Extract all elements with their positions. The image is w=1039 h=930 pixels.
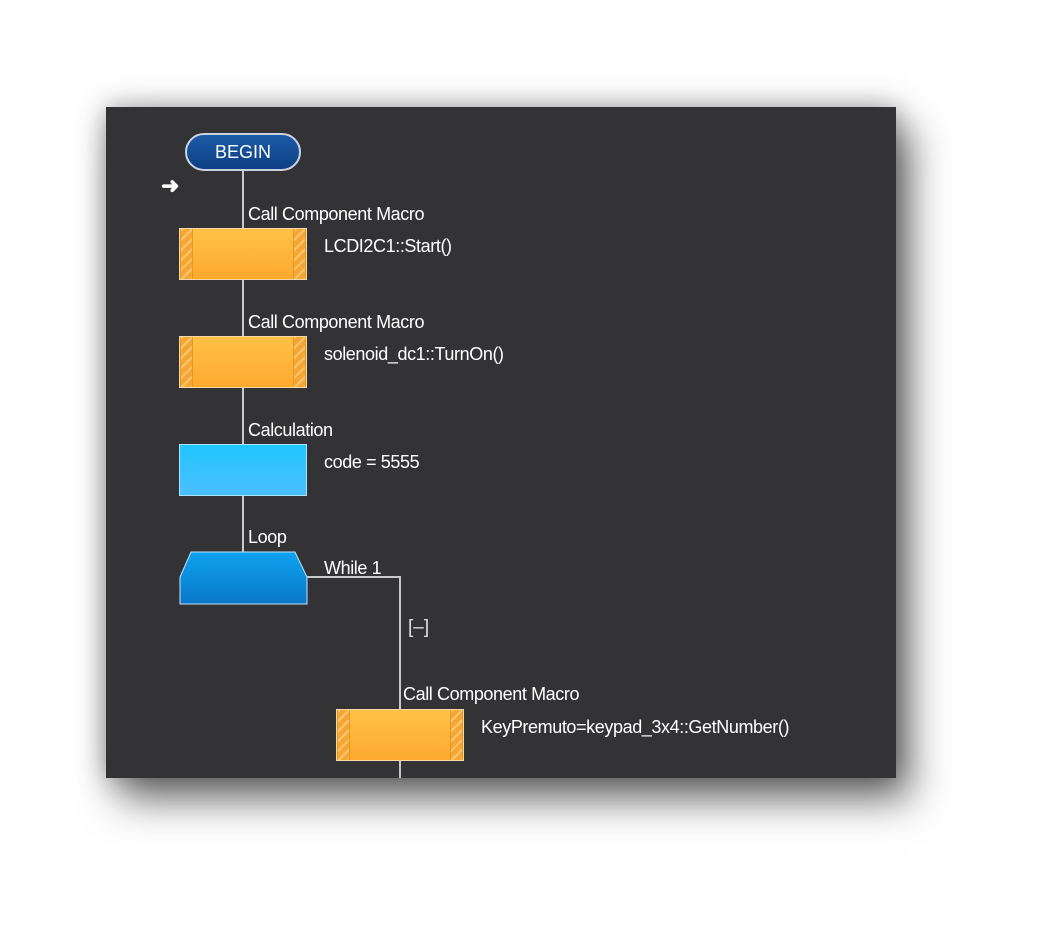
- step-3-calculation-block[interactable]: [179, 444, 307, 496]
- step-1-type: Call Component Macro: [248, 204, 425, 224]
- step-2-content: solenoid_dc1::TurnOn(): [324, 344, 504, 364]
- loop-step-1-type: Call Component Macro: [403, 684, 580, 704]
- loop-body-connector: [399, 576, 401, 778]
- step-1-macro-block[interactable]: [179, 228, 307, 280]
- loop-collapse-toggle[interactable]: [–]: [408, 617, 430, 638]
- step-2-type: Call Component Macro: [248, 312, 425, 332]
- step-1-content: LCDI2C1::Start(): [324, 236, 452, 256]
- step-2-macro-block[interactable]: [179, 336, 307, 388]
- step-3-type: Calculation: [248, 420, 333, 440]
- step-3-content: code = 5555: [324, 452, 420, 472]
- step-4-type: Loop: [248, 527, 287, 547]
- loop-step-1-content: KeyPremuto=keypad_3x4::GetNumber(): [481, 717, 790, 737]
- loop-block[interactable]: [179, 551, 309, 605]
- begin-terminal[interactable]: BEGIN: [185, 133, 301, 171]
- loop-branch-connector: [307, 576, 401, 578]
- arrow-right-icon: ➜: [161, 173, 180, 198]
- flowchart-canvas[interactable]: BEGIN ➜ Call Component Macro LCDI2C1::St…: [106, 107, 896, 778]
- loop-step-1-macro-block[interactable]: [336, 709, 464, 761]
- step-4-content: While 1: [324, 558, 382, 578]
- begin-label: BEGIN: [214, 141, 271, 162]
